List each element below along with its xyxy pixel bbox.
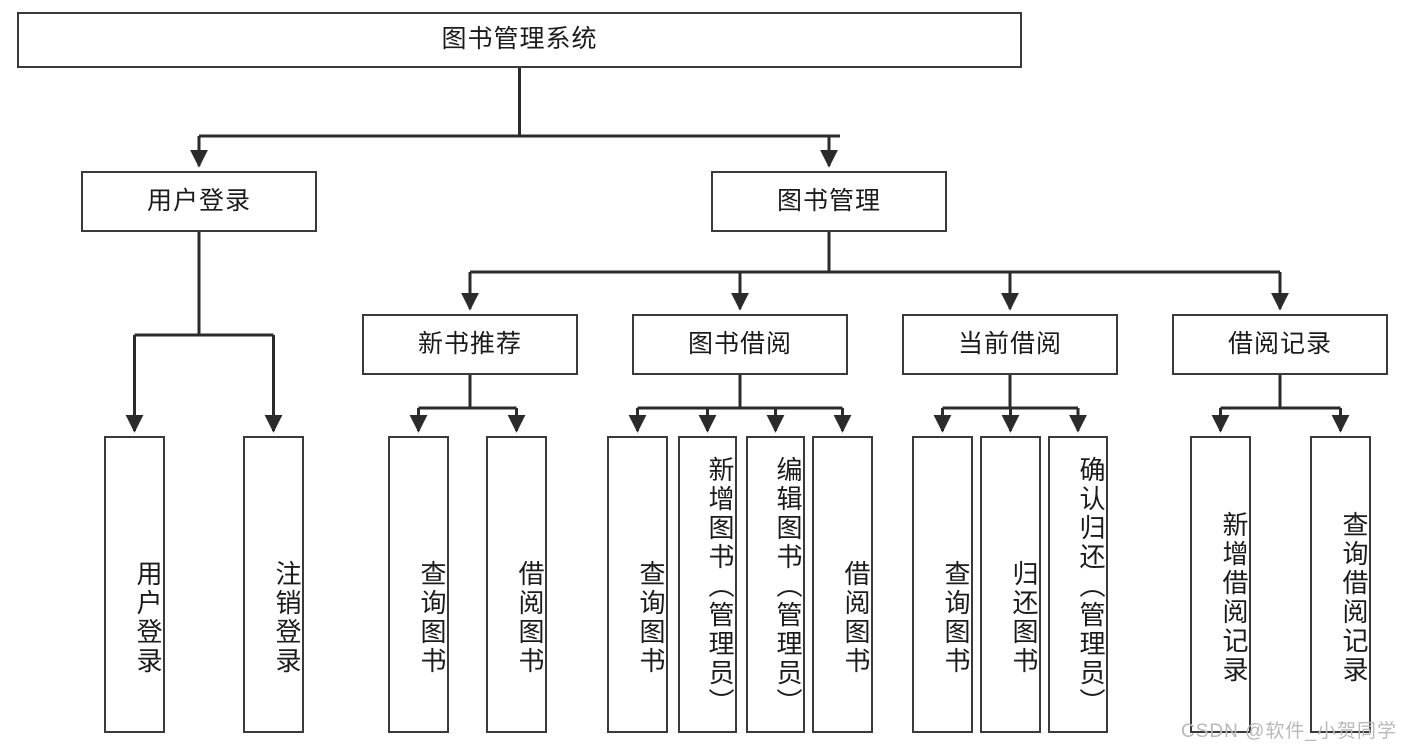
leaf-logout-label: 注销登录: [272, 559, 302, 676]
leaf-add-borrow-record[interactable]: 新增借阅记录: [1190, 436, 1251, 733]
leaf-borrow-book-borrow-label: 借阅图书: [841, 559, 871, 676]
leaf-add-book-admin-label: 新增图书（管理员）: [705, 456, 735, 717]
csdn-watermark: CSDN @软件_小贺同学: [1181, 721, 1397, 742]
leaf-logout[interactable]: 注销登录: [243, 436, 304, 733]
leaf-borrow-book-recommend[interactable]: 借阅图书: [486, 436, 547, 733]
leaf-query-book-current[interactable]: 查询图书: [912, 436, 973, 733]
leaf-edit-book-admin[interactable]: 编辑图书（管理员）: [746, 436, 805, 733]
node-root[interactable]: 图书管理系统: [17, 12, 1022, 68]
leaf-return-book[interactable]: 归还图书: [980, 436, 1041, 733]
leaf-query-borrow-record[interactable]: 查询借阅记录: [1310, 436, 1371, 733]
leaf-borrow-book-recommend-label: 借阅图书: [515, 559, 545, 676]
leaf-query-borrow-record-label: 查询借阅记录: [1339, 510, 1369, 685]
node-new-book-recommendation[interactable]: 新书推荐: [362, 314, 578, 375]
node-borrow-record[interactable]: 借阅记录: [1172, 314, 1388, 375]
node-book-borrow-label: 图书借阅: [687, 329, 792, 358]
node-user-login[interactable]: 用户登录: [81, 171, 317, 232]
node-current-borrow[interactable]: 当前借阅: [902, 314, 1118, 375]
node-current-borrow-label: 当前借阅: [957, 329, 1062, 358]
leaf-edit-book-admin-label: 编辑图书（管理员）: [773, 456, 803, 717]
leaf-add-book-admin[interactable]: 新增图书（管理员）: [678, 436, 737, 733]
node-root-label: 图书管理系统: [441, 25, 598, 54]
leaf-user-login-label: 用户登录: [133, 559, 163, 676]
node-user-login-label: 用户登录: [146, 186, 251, 215]
leaf-confirm-return-admin-label: 确认归还（管理员）: [1076, 456, 1106, 717]
leaf-user-login[interactable]: 用户登录: [104, 436, 165, 733]
leaf-query-book-recommend[interactable]: 查询图书: [388, 436, 449, 733]
leaf-borrow-book-borrow[interactable]: 借阅图书: [812, 436, 873, 733]
node-new-book-recommendation-label: 新书推荐: [417, 329, 522, 358]
leaf-query-book-current-label: 查询图书: [941, 559, 971, 676]
leaf-confirm-return-admin[interactable]: 确认归还（管理员）: [1048, 436, 1108, 733]
node-book-management-label: 图书管理: [776, 186, 881, 215]
leaf-query-book-borrow-label: 查询图书: [636, 559, 666, 676]
node-borrow-record-label: 借阅记录: [1227, 329, 1332, 358]
leaf-return-book-label: 归还图书: [1009, 559, 1039, 676]
node-book-borrow[interactable]: 图书借阅: [632, 314, 848, 375]
node-book-management[interactable]: 图书管理: [711, 171, 947, 232]
leaf-query-book-recommend-label: 查询图书: [417, 559, 447, 676]
leaf-add-borrow-record-label: 新增借阅记录: [1219, 510, 1249, 685]
leaf-query-book-borrow[interactable]: 查询图书: [607, 436, 668, 733]
